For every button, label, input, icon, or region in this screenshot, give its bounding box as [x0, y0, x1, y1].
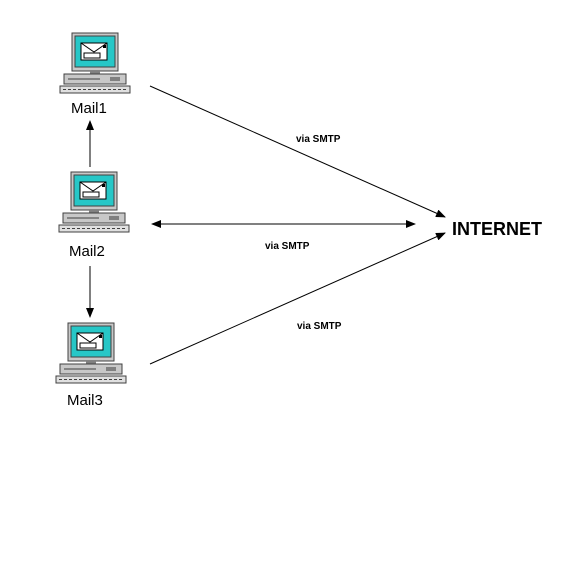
mail2-computer-icon: [58, 171, 130, 233]
edge-mail3-internet: [149, 232, 446, 365]
edge-mail1-internet: [149, 85, 446, 218]
mail1-computer-icon: [59, 32, 131, 94]
mail3-computer-icon: [55, 322, 127, 384]
edge-label-mail1: via SMTP: [296, 134, 341, 145]
edge-label-mail3: via SMTP: [297, 321, 342, 332]
mail3-label: Mail3: [67, 392, 103, 409]
edge-label-mail2: via SMTP: [265, 241, 310, 252]
internet-label: INTERNET: [452, 219, 542, 239]
mail1-label: Mail1: [71, 100, 107, 117]
mail2-label: Mail2: [69, 243, 105, 260]
